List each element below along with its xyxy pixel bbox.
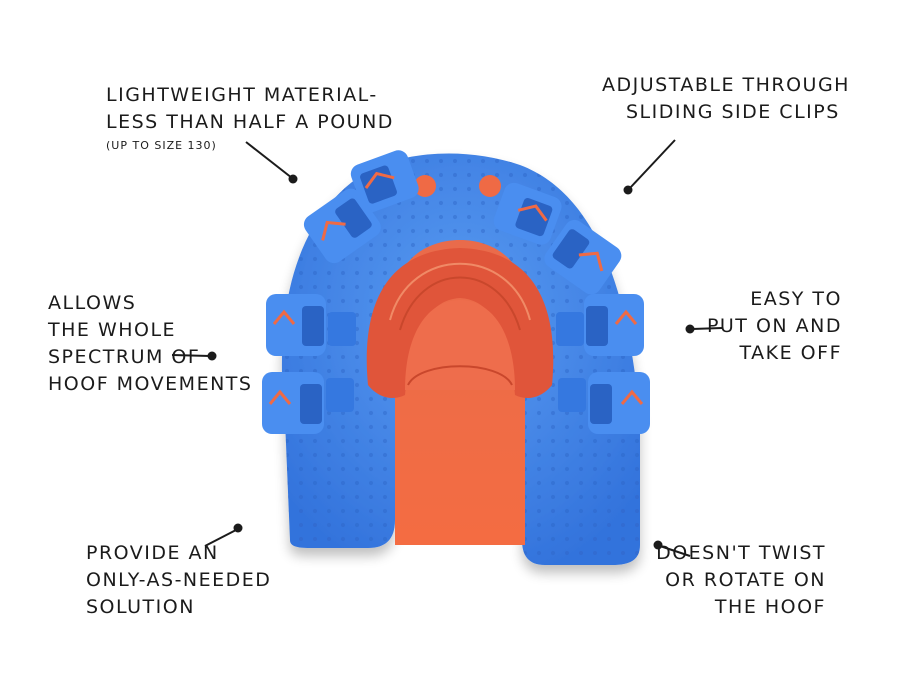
callout-line: DOESN'T TWIST (656, 542, 826, 564)
callout-line: EASY TO (750, 288, 842, 310)
callout-line: ADJUSTABLE THROUGH (602, 74, 850, 96)
callout-line: SLIDING SIDE CLIPS (626, 101, 840, 123)
callout-line: THE HOOF (714, 596, 826, 618)
callout-hoof-movements: ALLOWS THE WHOLE SPECTRUM OF HOOF MOVEME… (48, 290, 252, 398)
callout-pointers (171, 139, 723, 557)
callout-note: (UP TO SIZE 130) (106, 139, 217, 152)
callout-line: ALLOWS (48, 292, 137, 314)
callout-line: SOLUTION (86, 596, 195, 618)
callout-no-twist: DOESN'T TWIST OR ROTATE ON THE HOOF (656, 540, 826, 621)
callout-line: PUT ON AND (706, 315, 842, 337)
frog-pad (366, 240, 554, 545)
callout-easy-on-off: EASY TO PUT ON AND TAKE OFF (707, 286, 842, 367)
callout-line: LIGHTWEIGHT MATERIAL- (106, 84, 378, 106)
top-peg-right (479, 175, 501, 197)
callout-line: SPECTRUM OF (48, 346, 201, 368)
callout-line: HOOF MOVEMENTS (48, 373, 253, 395)
callout-line: PROVIDE AN (86, 542, 219, 564)
callout-adjustable: ADJUSTABLE THROUGH SLIDING SIDE CLIPS (602, 72, 850, 126)
callout-line: TAKE OFF (739, 342, 842, 364)
callout-line: THE WHOLE (48, 319, 177, 341)
top-peg-left (414, 175, 436, 197)
callout-line: ONLY-AS-NEEDED (86, 569, 272, 591)
callout-line: LESS THAN HALF A POUND (106, 111, 394, 133)
callout-line: OR ROTATE ON (665, 569, 826, 591)
right-side-clips (493, 182, 650, 434)
callout-only-as-needed: PROVIDE AN ONLY-AS-NEEDED SOLUTION (86, 540, 271, 621)
left-side-clips (262, 150, 419, 434)
callout-lightweight: LIGHTWEIGHT MATERIAL- LESS THAN HALF A P… (106, 82, 394, 156)
